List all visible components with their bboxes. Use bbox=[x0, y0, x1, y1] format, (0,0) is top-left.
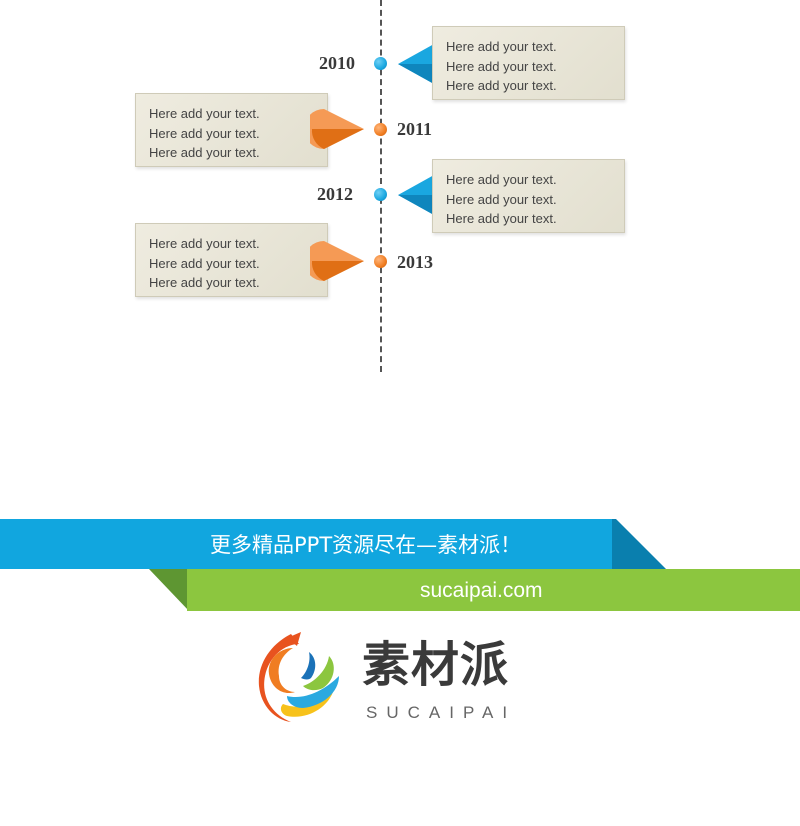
year-label-2013: 2013 bbox=[397, 252, 433, 272]
event-card-2013: Here add your text. Here add your text. … bbox=[135, 223, 328, 297]
timeline-spine bbox=[380, 0, 382, 372]
card-line: Here add your text. bbox=[446, 172, 557, 187]
event-card-2012: Here add your text. Here add your text. … bbox=[432, 159, 625, 233]
logo-name-cn: 素材派 bbox=[362, 637, 510, 693]
fox-swirl-logo-icon bbox=[258, 632, 339, 722]
card-line: Here add your text. bbox=[446, 191, 557, 207]
card-line: Here add your text. bbox=[149, 106, 260, 121]
card-line: Here add your text. bbox=[446, 78, 557, 93]
card-line: Here add your text. bbox=[149, 255, 260, 271]
year-label-2011: 2011 bbox=[397, 119, 433, 139]
year-label-2010: 2010 bbox=[319, 53, 355, 73]
timeline-dot-2012 bbox=[374, 188, 387, 201]
timeline-dot-2013 bbox=[374, 255, 387, 268]
card-line: Here add your text. bbox=[149, 236, 260, 251]
banner-green-fold bbox=[149, 569, 189, 611]
card-line: Here add your text. bbox=[446, 211, 557, 226]
card-line: Here add your text. bbox=[149, 125, 260, 141]
year-label-2012: 2012 bbox=[317, 184, 353, 204]
banner-blue-tail bbox=[610, 519, 666, 569]
pointer-2013 bbox=[310, 241, 364, 281]
card-line: Here add your text. bbox=[446, 39, 557, 54]
timeline-dot-2010 bbox=[374, 57, 387, 70]
promo-tagline: 更多精品PPT资源尽在—素材派！ bbox=[210, 533, 522, 557]
timeline-dot-2011 bbox=[374, 123, 387, 136]
logo-name-en: SUCAIPAI bbox=[366, 703, 517, 722]
card-line: Here add your text. bbox=[446, 58, 557, 74]
event-card-2010: Here add your text. Here add your text. … bbox=[432, 26, 625, 100]
promo-banner-blue bbox=[0, 519, 612, 569]
event-card-2011: Here add your text. Here add your text. … bbox=[135, 93, 328, 167]
promo-banner-green bbox=[187, 569, 800, 611]
card-line: Here add your text. bbox=[149, 145, 260, 160]
website-link[interactable]: sucaipai.com bbox=[420, 579, 543, 602]
pointer-2011 bbox=[310, 109, 364, 149]
card-line: Here add your text. bbox=[149, 275, 260, 290]
